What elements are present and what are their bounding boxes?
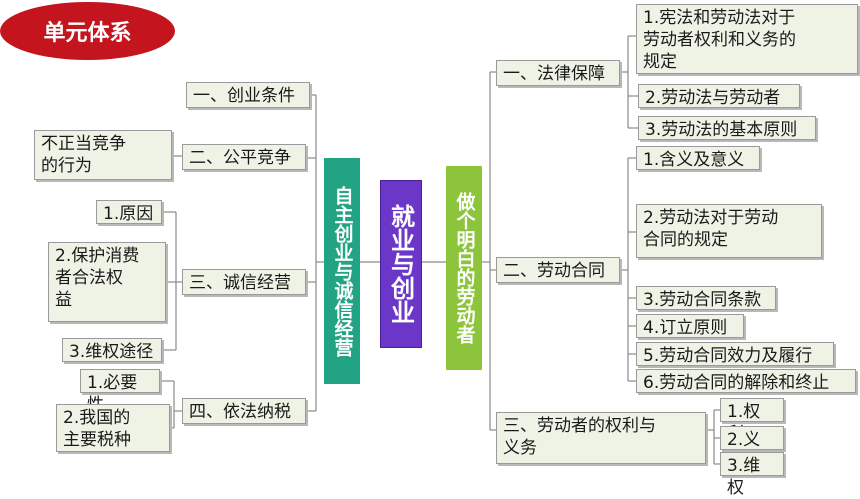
left-branch-fair-competition: 二、公平竞争 bbox=[182, 144, 306, 170]
left-branch-lawful-taxation: 四、依法纳税 bbox=[182, 398, 306, 424]
left-node-unfair-competition: 不正当竞争 的行为 bbox=[34, 130, 172, 180]
left-main-text: 自主创业与诚信经营 bbox=[331, 185, 354, 357]
right-node-duties: 2.义务 bbox=[720, 426, 784, 472]
left-node-reason: 1.原因 bbox=[96, 200, 162, 224]
left-branch-honest-operation: 三、诚信经营 bbox=[182, 269, 306, 295]
right-branch-legal-protection: 一、法律保障 bbox=[496, 60, 620, 86]
left-node-rights-protection-path: 3.维权途径 bbox=[62, 338, 162, 362]
right-node-termination: 6.劳动合同的解除和终止 bbox=[636, 369, 856, 393]
left-node-main-tax-types: 2.我国的 主要税种 bbox=[56, 404, 170, 452]
unit-system-badge: 单元体系 bbox=[0, 2, 175, 60]
right-main-text: 做个明白的劳动者 bbox=[453, 192, 476, 344]
right-node-basic-principles: 3.劳动法的基本原则 bbox=[638, 116, 816, 140]
right-node-contract-terms: 3.劳动合同条款 bbox=[636, 286, 776, 310]
center-topic-text: 就业与创业 bbox=[386, 204, 415, 324]
right-node-protect-rights: 3.维权 bbox=[720, 452, 784, 498]
right-node-contract-rules: 2.劳动法对于劳动 合同的规定 bbox=[636, 204, 822, 258]
right-node-labor-law-and-workers: 2.劳动法与劳动者 bbox=[638, 84, 800, 108]
right-node-constitution-labor-law: 1.宪法和劳动法对于 劳动者权利和义务的 规定 bbox=[636, 4, 858, 74]
right-main-node: 做个明白的劳动者 bbox=[446, 166, 482, 370]
left-node-consumer-rights: 2.保护消费 者合法权 益 bbox=[48, 242, 166, 322]
left-main-node: 自主创业与诚信经营 bbox=[324, 158, 360, 384]
right-branch-labor-contract: 二、劳动合同 bbox=[496, 257, 620, 283]
right-node-principles: 4.订立原则 bbox=[636, 314, 744, 338]
left-branch-entrepreneurship-conditions: 一、创业条件 bbox=[186, 82, 310, 108]
right-node-validity: 5.劳动合同效力及履行 bbox=[636, 342, 834, 366]
connector-lines bbox=[160, 35, 720, 465]
right-branch-workers-rights-duties: 三、劳动者的权利与 义务 bbox=[496, 412, 706, 464]
left-node-necessity: 1.必要性 bbox=[80, 369, 160, 415]
center-topic-node: 就业与创业 bbox=[380, 180, 422, 348]
right-node-rights: 1.权利 bbox=[720, 398, 784, 444]
right-node-meaning: 1.含义及意义 bbox=[636, 146, 760, 170]
